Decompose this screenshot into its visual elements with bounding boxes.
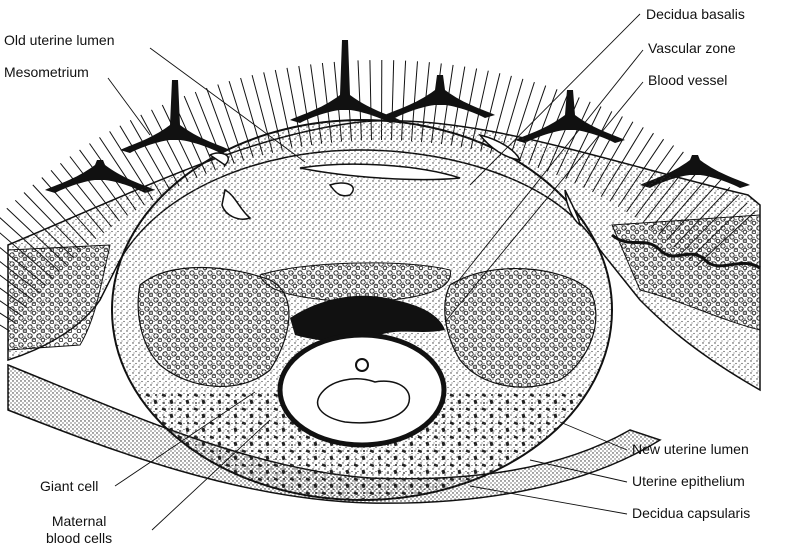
- label-giant-cell: Giant cell: [40, 478, 98, 494]
- embryo-knot: [356, 359, 368, 371]
- label-maternal-blood-cells: Maternal blood cells: [46, 513, 112, 547]
- label-maternal-line2: blood cells: [46, 530, 112, 546]
- label-new-uterine-lumen: New uterine lumen: [632, 441, 749, 457]
- label-mesometrium: Mesometrium: [4, 64, 89, 80]
- mesometrial-vessel-tree: [515, 90, 625, 143]
- label-decidua-basalis: Decidua basalis: [646, 6, 745, 22]
- label-uterine-epithelium: Uterine epithelium: [632, 473, 745, 489]
- label-maternal-line1: Maternal: [52, 513, 106, 529]
- leader-decidua-capsularis: [470, 486, 627, 514]
- left-gland-region: [8, 245, 110, 350]
- leader-new-uterine-lumen: [560, 422, 627, 450]
- mesometrial-vessel-tree: [385, 75, 495, 118]
- embryo-inner-outline: [318, 379, 410, 423]
- label-decidua-capsularis: Decidua capsularis: [632, 505, 750, 521]
- label-old-uterine-lumen: Old uterine lumen: [4, 32, 115, 48]
- label-blood-vessel: Blood vessel: [648, 72, 727, 88]
- label-vascular-zone: Vascular zone: [648, 40, 736, 56]
- leader-mesometrium: [108, 78, 150, 135]
